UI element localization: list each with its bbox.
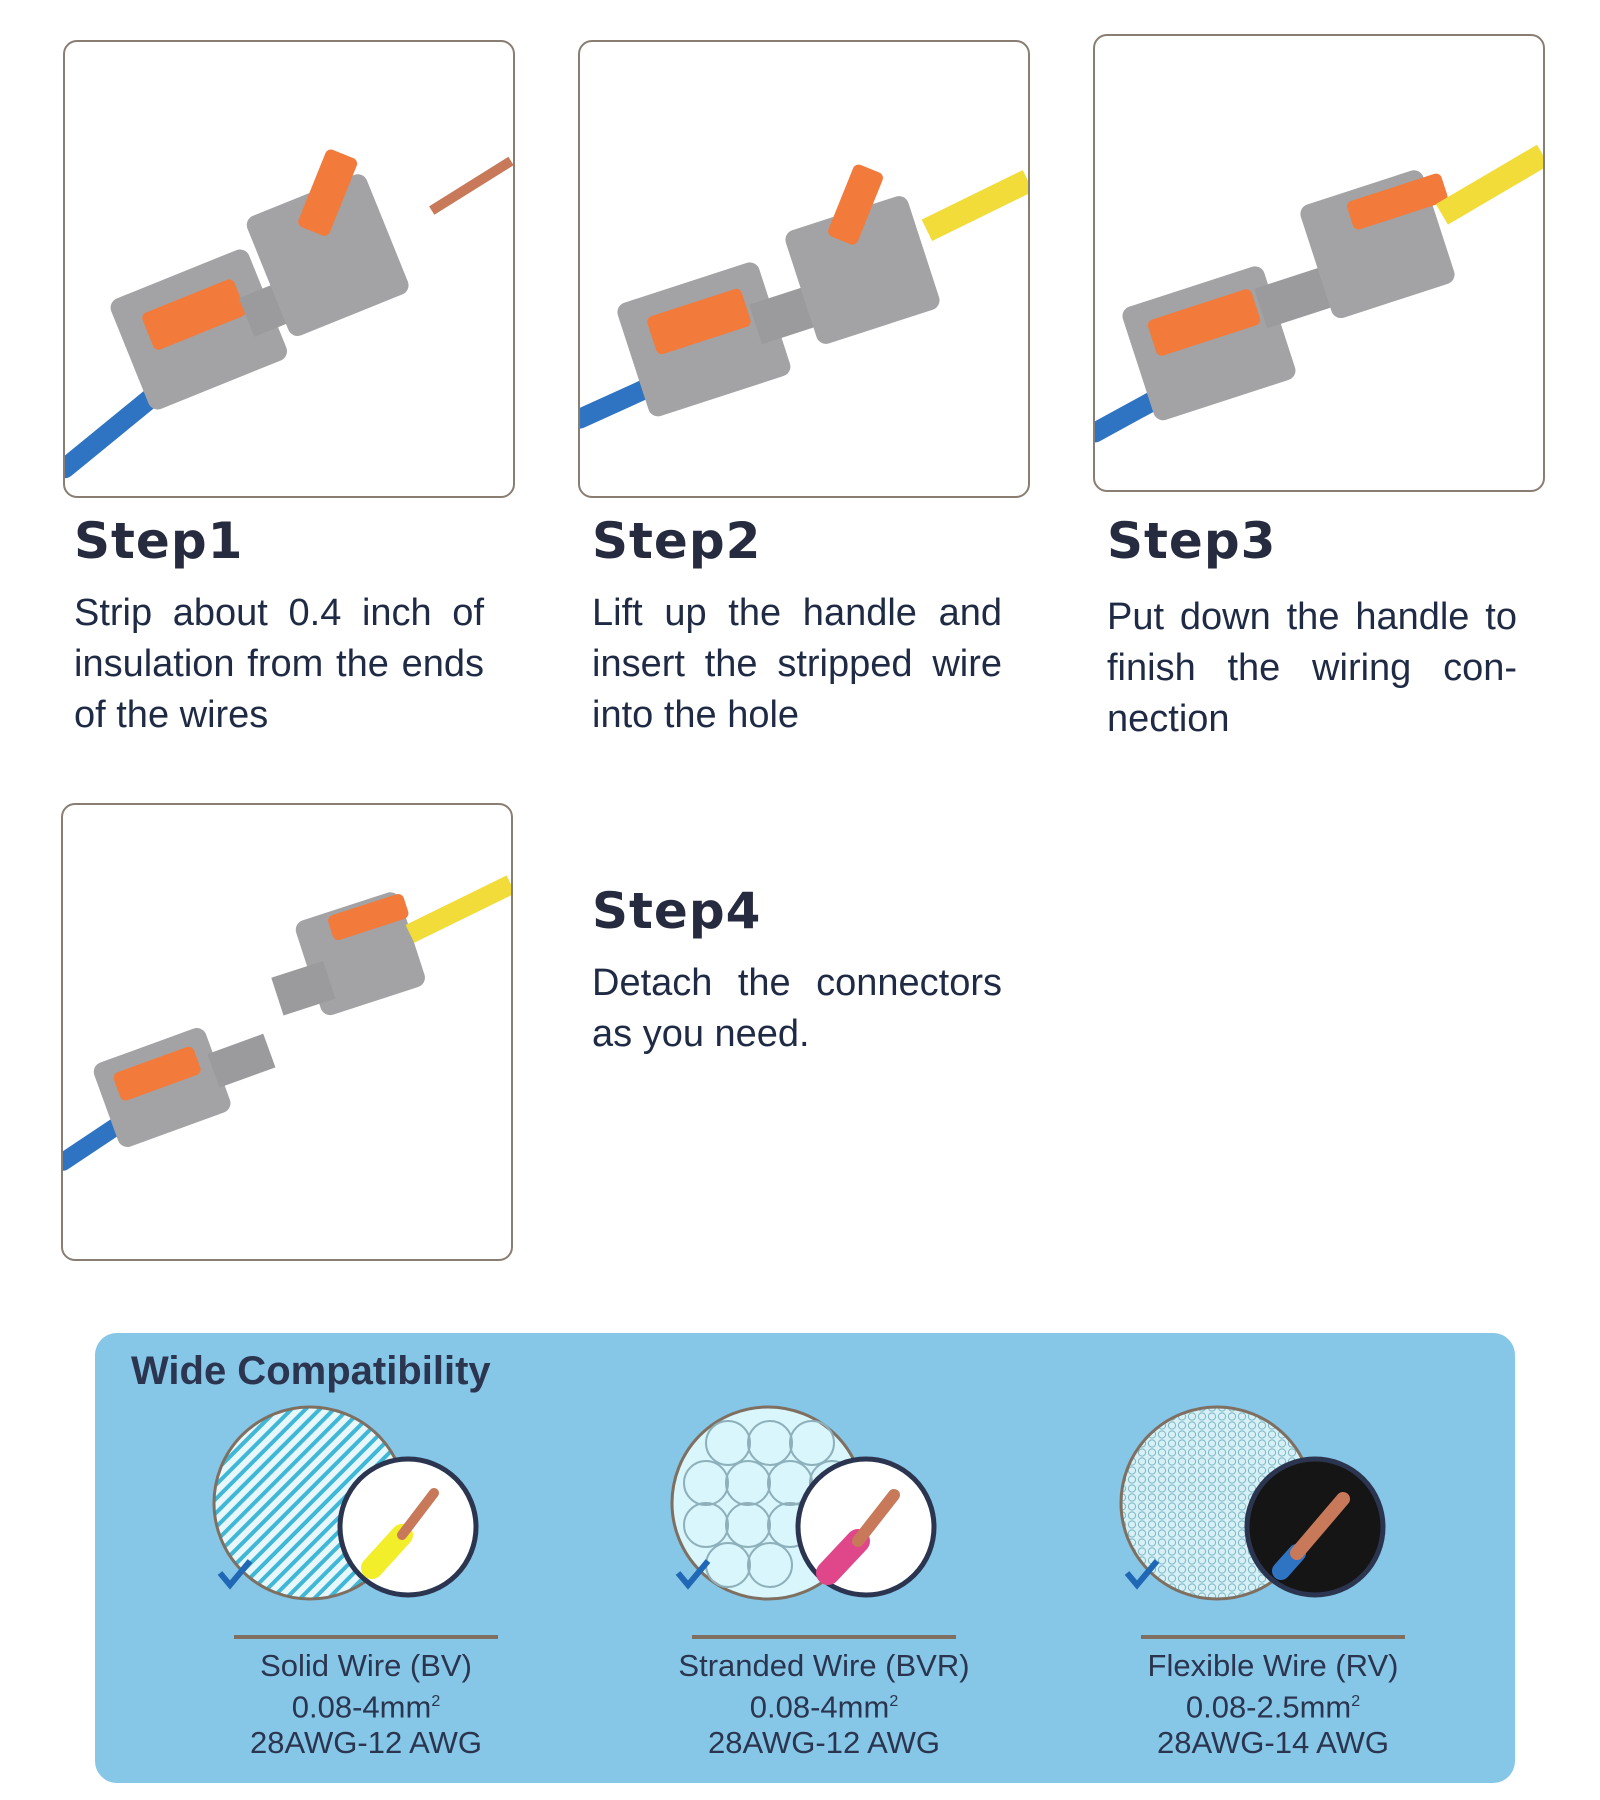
checkmark-icon — [217, 1559, 253, 1590]
compatibility-title: Wide Compatibility — [131, 1349, 491, 1393]
wire-flexible-awg: 28AWG-14 AWG — [1157, 1725, 1389, 1761]
step3-photo — [1093, 34, 1545, 492]
wire-flexible: Flexible Wire (RV) 0.08-2.5mm2 28AWG-14 … — [1117, 1403, 1477, 1773]
step1-photo — [63, 40, 515, 498]
wire-stranded-range-line: 0.08-4mm2 — [749, 1689, 899, 1725]
compatibility-panel: Wide Compatibility Solid Wire (BV) 0.08-… — [95, 1333, 1515, 1783]
step2-photo — [578, 40, 1030, 498]
step4-title: Step4 — [592, 882, 762, 940]
wire-stranded: Stranded Wire (BVR) 0.08-4mm2 28AWG-12 A… — [668, 1403, 1028, 1773]
wire-solid-awg: 28AWG-12 AWG — [250, 1725, 482, 1761]
wire-stranded-name: Stranded Wire (BVR) — [678, 1648, 970, 1683]
wire-flexible-divider — [1141, 1635, 1405, 1639]
step2-title: Step2 — [592, 512, 762, 570]
wire-flexible-name: Flexible Wire (RV) — [1147, 1648, 1399, 1683]
step1-text: Strip about 0.4 inch of insulation from … — [74, 592, 484, 736]
wire-solid-name: Solid Wire (BV) — [260, 1648, 472, 1683]
checkmark-icon — [1124, 1559, 1160, 1590]
wire-solid-range-line: 0.08-4mm2 — [291, 1689, 441, 1725]
wire-solid-divider — [234, 1635, 498, 1639]
step1-title: Step1 — [74, 512, 244, 570]
step4-photo — [61, 803, 513, 1261]
wire-solid: Solid Wire (BV) 0.08-4mm2 28AWG-12 AWG — [210, 1403, 570, 1773]
wire-stranded-divider — [692, 1635, 956, 1639]
checkmark-icon — [675, 1559, 711, 1590]
step2-text: Lift up the handle and insert the stripp… — [592, 592, 1002, 736]
step4-text: Detach the connectors as you need. — [592, 962, 1002, 1055]
wire-stranded-awg: 28AWG-12 AWG — [708, 1725, 940, 1761]
step3-title: Step3 — [1107, 512, 1277, 570]
step3-text: Put down the handle to finish the wiring… — [1107, 596, 1517, 740]
wire-flexible-range-line: 0.08-2.5mm2 — [1185, 1689, 1361, 1725]
